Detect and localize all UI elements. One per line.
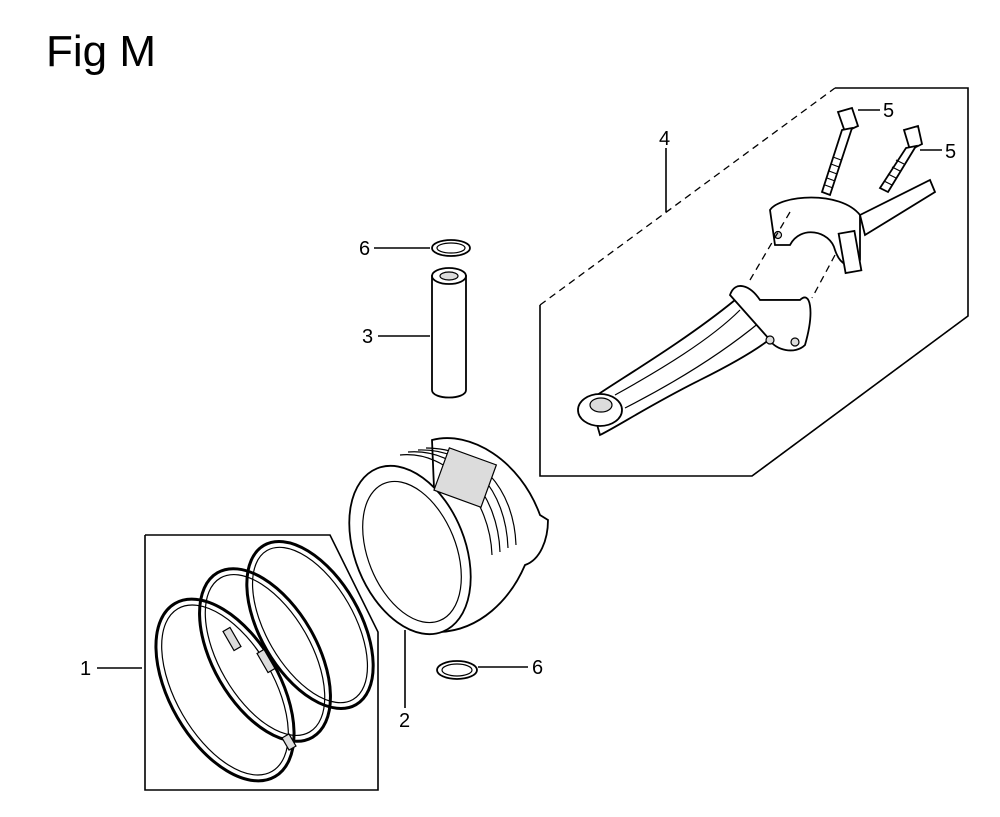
rod-bolt-left bbox=[820, 106, 860, 197]
callout-leaders bbox=[97, 109, 942, 708]
figure-title: Fig M bbox=[46, 27, 156, 76]
connecting-rod-group-box bbox=[539, 87, 969, 477]
connecting-rod-cap bbox=[769, 178, 937, 275]
piston-pin-clip-bottom bbox=[436, 660, 478, 680]
piston-ring-set-box bbox=[144, 534, 379, 791]
callout-clip-bottom: 6 bbox=[532, 657, 543, 679]
piston-ring-set bbox=[154, 539, 375, 783]
callout-piston-pin: 3 bbox=[362, 326, 373, 348]
callout-piston: 2 bbox=[399, 710, 410, 732]
rod-bolt-right bbox=[878, 124, 924, 194]
piston-pin-clip-top bbox=[431, 239, 471, 257]
connecting-rod bbox=[577, 285, 812, 437]
callout-ring-set: 1 bbox=[80, 658, 91, 680]
callout-bolt-left: 5 bbox=[883, 100, 894, 122]
callout-connecting-rod: 4 bbox=[659, 128, 670, 150]
callout-clip-top: 6 bbox=[359, 238, 370, 260]
callout-bolt-right: 5 bbox=[945, 141, 956, 163]
piston bbox=[348, 437, 549, 636]
piston-pin bbox=[431, 267, 467, 399]
